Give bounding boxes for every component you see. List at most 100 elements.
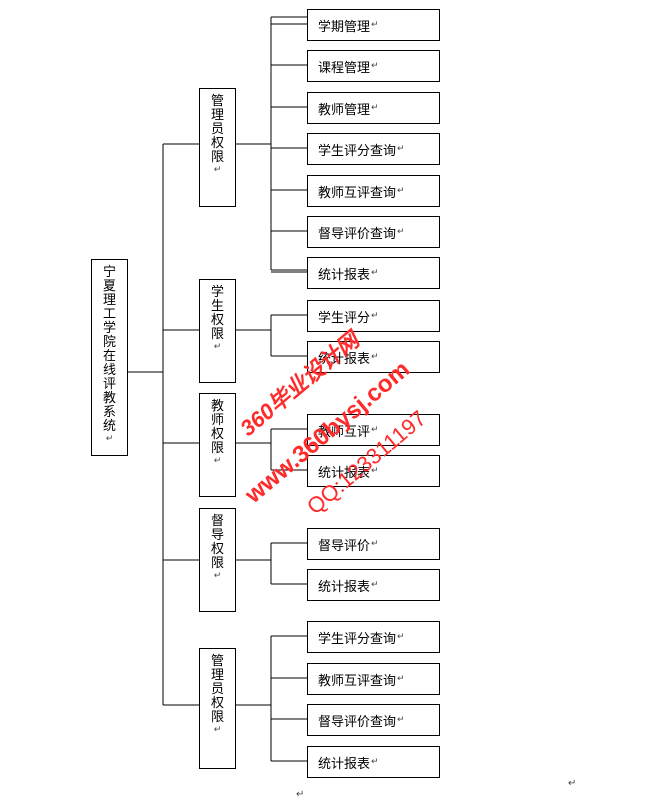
label-char: 教 [102, 391, 116, 406]
leaf-paragraph-mark: ↵ [371, 352, 379, 362]
leaf-label: 学生评分查询 [318, 143, 397, 159]
role-node-admin-1: 管理员权限 ↵ [199, 88, 236, 207]
label-char: 限 [210, 441, 224, 456]
leaf-paragraph-mark: ↵ [371, 757, 379, 767]
role-paragraph-mark: ↵ [213, 342, 222, 352]
leaf-label: 统计报表 [318, 579, 371, 595]
leaf-paragraph-mark: ↵ [371, 580, 379, 590]
leaf-node: 统计报表↵ [307, 341, 440, 373]
leaf-label: 统计报表 [318, 465, 371, 481]
leaf-paragraph-mark: ↵ [371, 466, 379, 476]
leaf-paragraph-mark: ↵ [371, 103, 379, 113]
label-char: 权 [210, 313, 224, 328]
label-char: 限 [210, 710, 224, 725]
leaf-paragraph-mark: ↵ [371, 20, 379, 30]
leaf-label: 教师互评 [318, 424, 371, 440]
role-label: 督导权限 [211, 515, 224, 571]
leaf-label: 统计报表 [318, 267, 371, 283]
role-node-student: 学生权限 ↵ [199, 279, 236, 383]
label-char: 理 [102, 293, 116, 308]
role-label: 教师权限 [211, 400, 224, 456]
leaf-node: 教师互评查询↵ [307, 663, 440, 695]
leaf-node: 学生评分查询↵ [307, 621, 440, 653]
role-node-teacher: 教师权限 ↵ [199, 393, 236, 497]
label-char: 导 [210, 528, 224, 543]
leaf-node: 教师互评查询↵ [307, 175, 440, 207]
leaf-paragraph-mark: ↵ [371, 539, 379, 549]
role-node-supervisor: 督导权限 ↵ [199, 508, 236, 612]
label-char: 生 [210, 299, 224, 314]
label-char: 工 [102, 307, 116, 322]
leaf-paragraph-mark: ↵ [371, 268, 379, 278]
leaf-label: 统计报表 [318, 351, 371, 367]
label-char: 限 [210, 556, 224, 571]
leaf-label: 督导评价查询 [318, 714, 397, 730]
label-char: 教 [210, 399, 224, 414]
label-char: 理 [210, 108, 224, 123]
leaf-node: 督导评价↵ [307, 528, 440, 560]
leaf-paragraph-mark: ↵ [397, 632, 405, 642]
leaf-node: 统计报表↵ [307, 455, 440, 487]
role-label: 学生权限 [211, 286, 224, 342]
root-paragraph-mark: ↵ [105, 434, 114, 444]
leaf-node: 学生评分↵ [307, 300, 440, 332]
leaf-node: 教师互评↵ [307, 414, 440, 446]
leaf-paragraph-mark: ↵ [397, 186, 405, 196]
role-paragraph-mark: ↵ [213, 725, 222, 735]
label-char: 学 [102, 321, 116, 336]
leaf-label: 统计报表 [318, 756, 371, 772]
leaf-node: 课程管理↵ [307, 50, 440, 82]
leaf-paragraph-mark: ↵ [397, 715, 405, 725]
leaf-label: 学期管理 [318, 19, 371, 35]
leaf-label: 教师互评查询 [318, 185, 397, 201]
leaf-paragraph-mark: ↵ [397, 144, 405, 154]
label-char: 权 [210, 427, 224, 442]
paragraph-mark: ↵ [568, 778, 577, 789]
label-char: 学 [210, 285, 224, 300]
label-char: 宁 [102, 265, 116, 280]
label-char: 师 [210, 413, 224, 428]
leaf-label: 课程管理 [318, 60, 371, 76]
leaf-label: 督导评价 [318, 538, 371, 554]
role-label: 管理员权限 [211, 95, 224, 165]
label-char: 员 [210, 122, 224, 137]
label-char: 理 [210, 668, 224, 683]
role-paragraph-mark: ↵ [213, 456, 222, 466]
label-char: 限 [210, 150, 224, 165]
label-char: 权 [210, 136, 224, 151]
leaf-label: 督导评价查询 [318, 226, 397, 242]
root-node: 宁夏理工学院在线评教系统 ↵ [91, 259, 128, 456]
leaf-node: 统计报表↵ [307, 569, 440, 601]
label-char: 权 [210, 696, 224, 711]
label-char: 线 [102, 363, 116, 378]
label-char: 评 [102, 377, 116, 392]
label-char: 员 [210, 682, 224, 697]
role-paragraph-mark: ↵ [213, 571, 222, 581]
leaf-paragraph-mark: ↵ [371, 425, 379, 435]
leaf-paragraph-mark: ↵ [397, 227, 405, 237]
label-char: 夏 [102, 279, 116, 294]
leaf-node: 学期管理↵ [307, 9, 440, 41]
leaf-label: 学生评分查询 [318, 631, 397, 647]
label-char: 限 [210, 327, 224, 342]
role-paragraph-mark: ↵ [213, 165, 222, 175]
leaf-label: 教师管理 [318, 102, 371, 118]
role-label: 管理员权限 [211, 655, 224, 725]
leaf-paragraph-mark: ↵ [371, 311, 379, 321]
leaf-node: 统计报表↵ [307, 746, 440, 778]
root-label: 宁夏理工学院在线评教系统 [103, 266, 116, 434]
leaf-node: 统计报表↵ [307, 257, 440, 289]
label-char: 在 [102, 349, 116, 364]
leaf-node: 学生评分查询↵ [307, 133, 440, 165]
leaf-node: 教师管理↵ [307, 92, 440, 124]
paragraph-mark: ↵ [296, 789, 305, 800]
leaf-paragraph-mark: ↵ [371, 61, 379, 71]
leaf-node: 督导评价查询↵ [307, 704, 440, 736]
role-node-admin-2: 管理员权限 ↵ [199, 648, 236, 769]
leaf-paragraph-mark: ↵ [397, 674, 405, 684]
label-char: 管 [210, 94, 224, 109]
label-char: 统 [102, 419, 116, 434]
label-char: 院 [102, 335, 116, 350]
label-char: 督 [210, 514, 224, 529]
